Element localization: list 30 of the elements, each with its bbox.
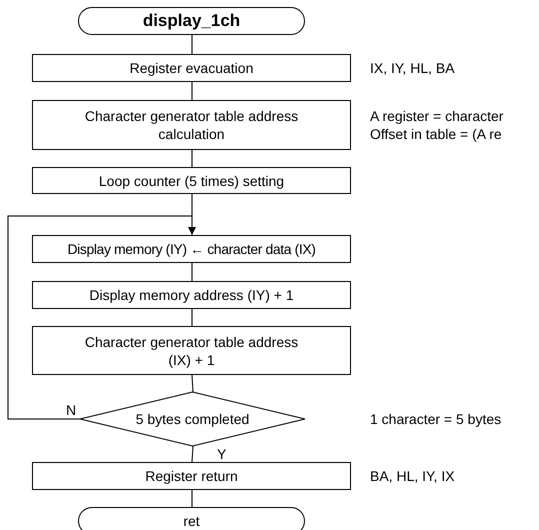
note-text: 1 character = 5 bytes: [370, 410, 502, 428]
process-box: [32, 100, 351, 150]
process-box: [32, 167, 351, 194]
step-label: Character generator table address (IX) + 1: [84, 332, 300, 368]
connector-line: [192, 374, 194, 392]
note-text: IX, IY, HL, BA: [370, 59, 455, 77]
step-label: Loop counter (5 times) setting: [98, 172, 286, 190]
step-label: Register evacuation: [128, 59, 254, 77]
step-label: ret: [182, 512, 201, 530]
step-label: Display memory (IY) ← character data (IX): [66, 240, 317, 258]
connector-line: [192, 446, 194, 462]
process-box: [32, 54, 351, 82]
step-label: display_1ch: [142, 12, 242, 30]
decision-diamond: [80, 392, 305, 446]
edge-label: Y: [217, 446, 226, 462]
step-label: Display memory address (IY) + 1: [88, 286, 295, 304]
terminal-box: [78, 7, 305, 35]
process-box: [32, 281, 351, 309]
process-box: [32, 235, 351, 263]
step-label: Character generator table address calculation: [84, 107, 300, 143]
step-label: Register return: [144, 467, 239, 485]
note-text: BA, HL, IY, IX: [370, 467, 455, 485]
note-text: A register = character: [370, 107, 504, 125]
arrow: [8, 216, 196, 420]
step-label: 5 bytes completed: [134, 410, 250, 428]
edge-label: N: [66, 402, 76, 418]
note-text: Offset in table = (A re: [370, 125, 502, 143]
process-box: [32, 462, 351, 490]
terminal-box: [78, 507, 305, 530]
process-box: [32, 326, 351, 375]
